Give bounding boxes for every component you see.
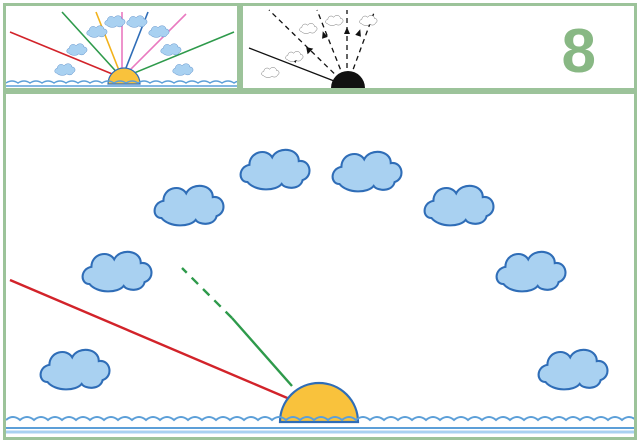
wave-icon bbox=[6, 416, 634, 422]
cloud-icon bbox=[148, 25, 170, 38]
example-thumbnail-arrows: 8 bbox=[240, 3, 637, 91]
cloud-icon bbox=[126, 15, 148, 28]
ray-green-2 bbox=[121, 31, 235, 79]
cloud-icon bbox=[239, 148, 311, 191]
cloud-icon bbox=[104, 15, 126, 28]
cloud-icon bbox=[299, 23, 318, 34]
arrow-icon bbox=[355, 29, 361, 37]
cloud-icon bbox=[54, 63, 76, 76]
cloud-icon bbox=[495, 250, 567, 293]
cloud-icon bbox=[359, 15, 378, 26]
sun-icon bbox=[278, 381, 360, 424]
arrow-icon bbox=[306, 47, 314, 55]
cloud-icon bbox=[261, 67, 280, 78]
ray-green-dashed bbox=[181, 267, 233, 319]
arrow-icon bbox=[322, 31, 328, 39]
ray-yellow bbox=[95, 11, 123, 79]
sun-icon bbox=[331, 71, 365, 88]
sun-icon bbox=[107, 67, 141, 85]
worksheet-illustration bbox=[6, 148, 634, 434]
colored-rays-illustration bbox=[6, 11, 237, 87]
arrow-icon bbox=[344, 27, 350, 34]
example-thumbnail-colored-rays bbox=[3, 3, 240, 91]
cloud-icon bbox=[153, 184, 225, 227]
cloud-icon bbox=[325, 15, 344, 26]
cloud-icon bbox=[81, 250, 153, 293]
ray-green bbox=[61, 11, 123, 79]
cloud-icon bbox=[423, 184, 495, 227]
cloud-icon bbox=[160, 43, 182, 56]
ray-solid bbox=[248, 47, 348, 87]
cloud-icon bbox=[537, 348, 609, 391]
cloud-icon bbox=[331, 150, 403, 193]
page-number: 8 bbox=[561, 17, 596, 86]
cloud-icon bbox=[39, 348, 111, 391]
arrow-rays-illustration bbox=[248, 9, 378, 88]
worksheet-main-panel bbox=[3, 91, 637, 440]
ray-red bbox=[9, 31, 123, 79]
ray-pink-2 bbox=[121, 13, 187, 79]
cloud-icon bbox=[86, 25, 108, 38]
ray-green-solid bbox=[231, 317, 293, 387]
cloud-icon bbox=[66, 43, 88, 56]
wave-icon bbox=[6, 80, 237, 84]
cloud-icon bbox=[285, 51, 304, 62]
ray-red bbox=[9, 278, 293, 402]
cloud-icon bbox=[172, 63, 194, 76]
